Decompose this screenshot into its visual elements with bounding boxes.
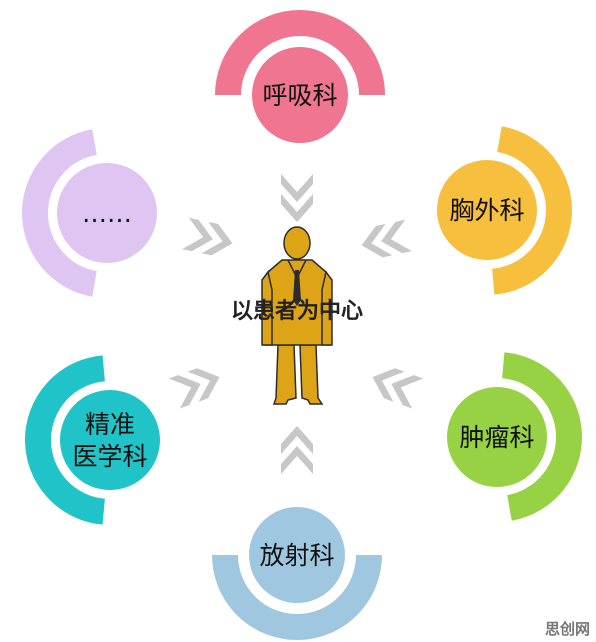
node-ring (215, 10, 385, 96)
arrow-top (281, 174, 313, 222)
arrow-lower-right (372, 368, 424, 409)
node-bottom: 放射科 (212, 507, 382, 640)
node-circle (447, 387, 547, 487)
node-lower-right: 肿瘤科 (447, 352, 582, 521)
node-ring (22, 129, 98, 297)
node-ring (25, 355, 106, 525)
node-label: 放射科 (259, 541, 334, 570)
node-label: 精准 (85, 410, 135, 439)
node-label: 呼吸科 (262, 81, 337, 110)
node-circle (60, 390, 160, 490)
node-label: 医学科 (72, 442, 147, 471)
node-label: …… (82, 199, 132, 228)
watermark: 思创网 (545, 620, 590, 638)
node-label: 胸外科 (449, 196, 524, 225)
node-label: 肿瘤科 (459, 423, 534, 452)
node-ring (212, 554, 382, 640)
center-label: 以患者为中心 (231, 298, 363, 324)
arrow-bottom (281, 426, 313, 474)
node-circle (252, 47, 348, 143)
person-icon (261, 226, 333, 405)
node-circle (57, 163, 157, 263)
node-ring (501, 352, 582, 521)
node-circle (437, 160, 537, 260)
node-upper-left: …… (22, 129, 157, 297)
arrow-lower-left (168, 368, 220, 409)
node-top: 呼吸科 (215, 10, 385, 143)
arrow-upper-right (361, 219, 412, 258)
node-ring (491, 126, 572, 295)
node-circle (249, 507, 345, 603)
arrow-upper-left (182, 217, 233, 256)
node-upper-right: 胸外科 (437, 126, 572, 295)
